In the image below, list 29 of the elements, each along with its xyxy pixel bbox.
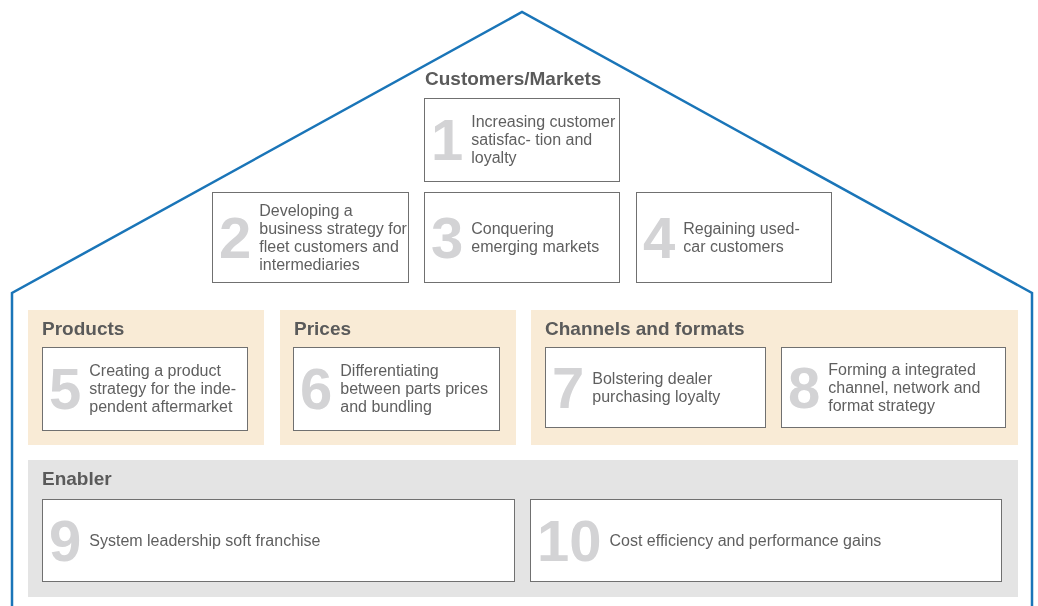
- section-heading: Channels and formats: [545, 318, 745, 340]
- box-text: Regaining used-car customers: [683, 219, 801, 256]
- strategy-box: [636, 192, 832, 283]
- strategy-box: [42, 499, 515, 582]
- box-text: Conquering emerging markets: [471, 219, 601, 256]
- category-panel: [280, 310, 516, 445]
- box-text: Cost efficiency and performance gains: [609, 531, 883, 550]
- strategy-box: [212, 192, 409, 283]
- box-text: Differentiating between parts prices and bundling: [340, 362, 489, 416]
- strategy-box: [530, 499, 1002, 582]
- strategy-box: [424, 192, 620, 283]
- box-text: Forming a integrated channel, network and format strategy: [828, 360, 982, 415]
- strategy-box: [545, 347, 766, 428]
- category-panel: [531, 310, 1018, 445]
- strategy-box: [781, 347, 1006, 428]
- strategy-box: [42, 347, 248, 431]
- section-heading: Enabler: [42, 468, 112, 490]
- category-panel: [28, 460, 1018, 597]
- box-text: Bolstering dealer purchasing loyalty: [592, 369, 722, 406]
- box-text: Increasing customer satisfac- tion and loyalty: [471, 113, 617, 167]
- strategy-box: [293, 347, 500, 431]
- section-heading: Products: [42, 318, 125, 340]
- section-heading: Prices: [294, 318, 352, 340]
- section-heading: Customers/Markets: [425, 68, 602, 90]
- strategy-box: [424, 98, 620, 182]
- box-text: System leadership soft franchise: [89, 531, 322, 550]
- category-panel: [28, 310, 264, 445]
- box-text: Developing a business strategy for fleet customers and intermediaries: [259, 201, 408, 274]
- box-text: Creating a product strategy for the inde- pendent aftermarket: [89, 362, 237, 416]
